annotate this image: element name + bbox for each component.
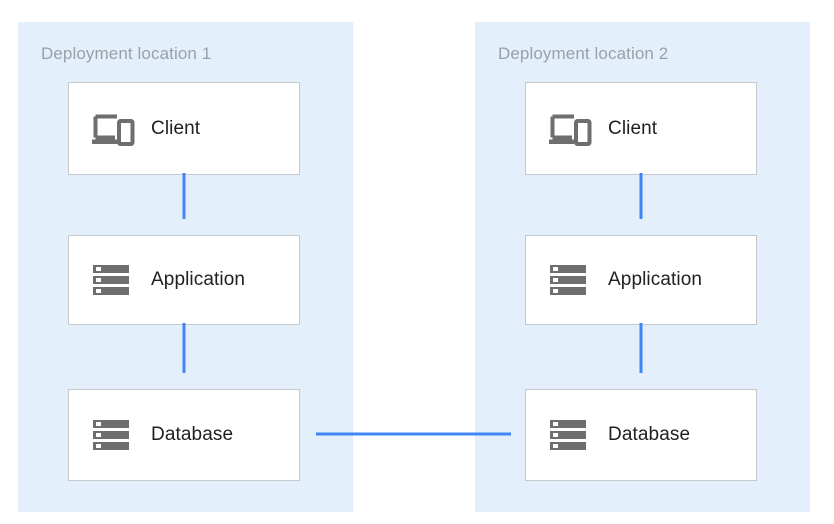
node-database-location-1-label: Database [151,424,234,445]
node-database-location-2[interactable]: Database [525,389,757,481]
zone-1-label: Deployment location 1 [41,44,212,63]
zone-2-label: Deployment location 2 [498,44,669,63]
connector-application-to-database-location-2 [639,323,643,373]
server-rack-icon [93,420,129,450]
node-client-location-2-label: Client [608,117,658,139]
node-client-location-1[interactable]: Client [68,82,300,175]
node-client-location-1-label: Client [151,117,201,139]
server-rack-icon [550,420,586,450]
devices-icon [549,114,592,146]
node-database-location-2-label: Database [608,424,691,445]
server-rack-icon [93,265,129,295]
node-client-location-2[interactable]: Client [525,82,757,175]
node-database-location-1[interactable]: Database [68,389,300,481]
node-application-location-1[interactable]: Application [68,235,300,325]
connector-application-to-database-location-1 [182,323,186,373]
node-application-location-2[interactable]: Application [525,235,757,325]
node-application-location-1-label: Application [151,269,246,290]
connector-database-replication-bidirectional [316,432,511,436]
server-rack-icon [550,265,586,295]
devices-icon [92,114,135,146]
node-application-location-2-label: Application [608,269,703,290]
connector-client-to-application-location-1 [182,173,186,219]
connector-client-to-application-location-2 [639,173,643,219]
